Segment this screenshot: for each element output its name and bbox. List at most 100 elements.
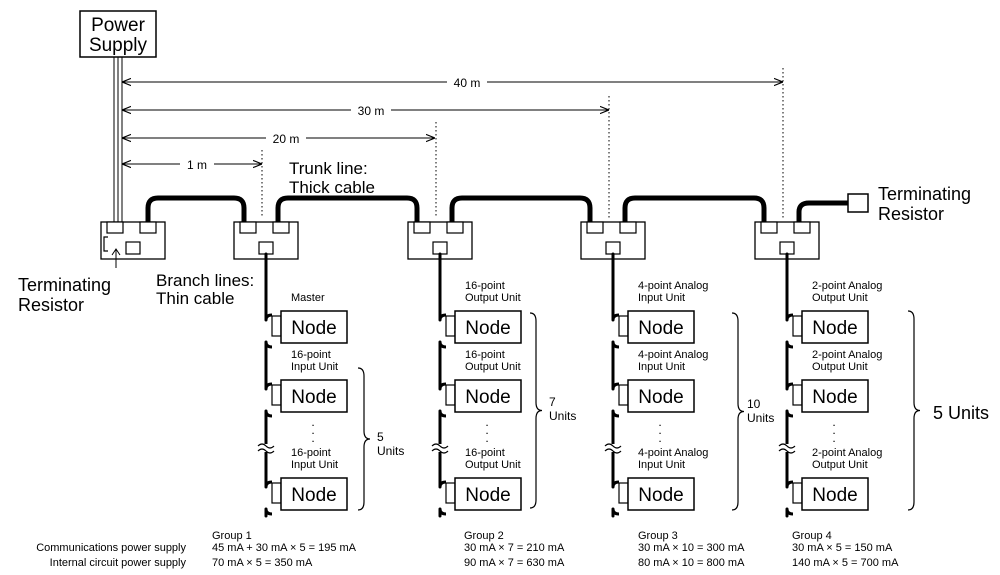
node-label: Node — [638, 485, 683, 506]
node-label: Node — [465, 387, 510, 408]
tap-connector — [619, 221, 637, 234]
unit-label: Output Unit — [812, 459, 868, 471]
node-label: Node — [812, 485, 857, 506]
tap-connector — [793, 221, 811, 234]
group-name: Group 4 — [792, 530, 832, 542]
unit-label: 4-point Analog — [638, 280, 708, 292]
tap-connector — [586, 221, 604, 234]
group-comm-current: 30 mA × 5 = 150 mA — [792, 542, 893, 554]
ellipsis-dot: . — [485, 415, 488, 429]
terminator-pointer-arrow — [111, 248, 121, 256]
group-name: Group 1 — [212, 530, 252, 542]
ellipsis-dot: . — [485, 431, 488, 445]
break-mask — [605, 444, 621, 452]
node-connector — [271, 315, 282, 337]
unit-label: Input Unit — [638, 361, 685, 373]
branch-cable-bend — [785, 480, 794, 516]
right-terminator-label-1: Terminating — [878, 184, 971, 204]
ellipsis-dot: . — [658, 415, 661, 429]
node-box — [454, 310, 522, 344]
branch-cable-bend — [785, 382, 794, 418]
unit-count: Units — [549, 409, 576, 423]
node-connector — [618, 384, 629, 406]
group-brace — [529, 312, 543, 509]
branch-cable-bend — [264, 480, 273, 516]
node-connector — [271, 384, 282, 406]
node-box — [280, 477, 348, 511]
node-label: Node — [638, 387, 683, 408]
trunk-cable-segment — [796, 200, 851, 225]
tap-connector — [446, 221, 464, 234]
node-label: Node — [291, 387, 336, 408]
cable-break-icon — [604, 443, 622, 454]
trunk-cable-segment — [449, 195, 593, 225]
node-label: Node — [465, 485, 510, 506]
group-brace — [731, 312, 745, 511]
node-unit: Node — [271, 310, 348, 344]
distance-label-1m: 1 m — [187, 158, 207, 172]
tap-connector — [413, 221, 431, 234]
tap-connector — [239, 221, 257, 234]
branch-cable-bend — [438, 382, 447, 418]
node-box — [280, 379, 348, 413]
group-name: Group 2 — [464, 530, 504, 542]
break-mask — [258, 444, 274, 452]
distance-label-30m: 30 m — [358, 104, 385, 118]
unit-count: 7 — [549, 395, 556, 409]
branch-cable-bend — [785, 313, 794, 349]
unit-label: Output Unit — [465, 361, 521, 373]
group-brace — [357, 367, 371, 511]
unit-label: Output Unit — [465, 459, 521, 471]
branch-cable-bend — [611, 313, 620, 349]
tap-connector — [139, 221, 157, 234]
branch-cable-bend — [264, 382, 273, 418]
ellipsis-dot: . — [485, 423, 488, 437]
power-supply-label-2: Supply — [89, 35, 148, 56]
branch-line-label-1: Branch lines: — [156, 271, 254, 290]
tap-branch-connector — [258, 241, 274, 255]
ellipsis-dot: . — [311, 423, 314, 437]
node-connector — [445, 384, 456, 406]
unit-label: Output Unit — [812, 361, 868, 373]
cable-break-icon — [778, 443, 796, 454]
node-connector — [445, 482, 456, 504]
cable-break-icon — [431, 443, 449, 454]
trunk-cable-segment — [622, 195, 767, 225]
unit-label: 16-point — [465, 447, 505, 459]
break-mask — [432, 444, 448, 452]
trunk-line-label-2: Thick cable — [289, 178, 375, 197]
node-box — [801, 310, 869, 344]
node-unit: Node — [792, 477, 869, 511]
node-label: Node — [812, 387, 857, 408]
node-label: Node — [291, 318, 336, 339]
branch-cable-bend — [438, 313, 447, 349]
unit-label: 16-point — [465, 349, 505, 361]
branch-line-label-2: Thin cable — [156, 289, 234, 308]
branch-cable-bend — [438, 480, 447, 516]
unit-label: 16-point — [465, 280, 505, 292]
group-internal-current: 90 mA × 7 = 630 mA — [464, 557, 565, 569]
node-box — [454, 379, 522, 413]
node-box — [801, 379, 869, 413]
ellipsis-dot: . — [658, 423, 661, 437]
unit-label: 4-point Analog — [638, 349, 708, 361]
tap-0 — [100, 221, 166, 268]
power-supply: Power Supply — [79, 10, 157, 222]
label-mask — [351, 103, 391, 117]
label-mask — [266, 131, 306, 145]
node-unit: Node — [271, 477, 348, 511]
group-name: Group 3 — [638, 530, 678, 542]
unit-count: 5 Units — [933, 403, 989, 423]
unit-label: 16-point — [291, 349, 331, 361]
unit-label: Input Unit — [291, 459, 338, 471]
node-label: Node — [291, 485, 336, 506]
trunk-line-label-1: Trunk line: — [289, 159, 368, 178]
node-connector — [792, 482, 803, 504]
group-internal-current: 140 mA × 5 = 700 mA — [792, 557, 899, 569]
trunk-line — [145, 195, 851, 225]
node-box — [280, 310, 348, 344]
group-comm-current: 30 mA × 10 = 300 mA — [638, 542, 745, 554]
left-terminator-label-2: Resistor — [18, 295, 84, 315]
